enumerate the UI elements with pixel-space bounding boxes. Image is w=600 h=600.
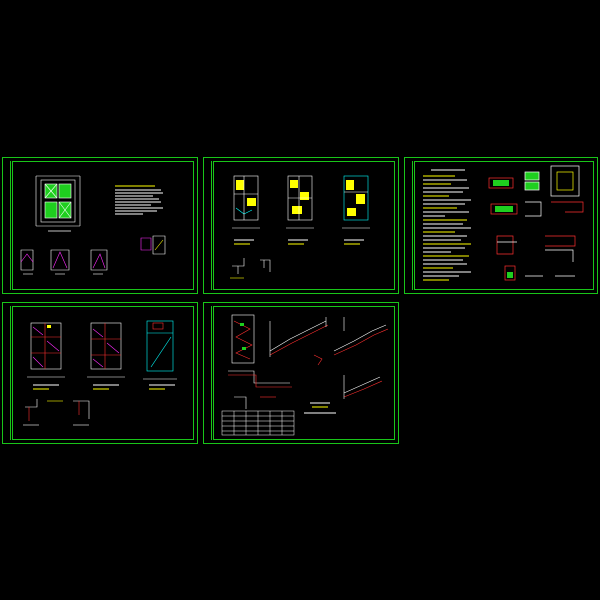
sheet-title-strip bbox=[407, 161, 413, 290]
small-details bbox=[23, 399, 90, 426]
sheet-border bbox=[213, 161, 395, 290]
floor-plan-3 bbox=[342, 175, 370, 229]
small-details bbox=[230, 258, 271, 279]
detail-drawings bbox=[488, 165, 584, 281]
floor-plan-2 bbox=[87, 322, 125, 378]
floor-plan-2 bbox=[286, 175, 314, 229]
sheet-border bbox=[414, 161, 594, 290]
sheet-4-drawing bbox=[23, 320, 177, 426]
drawing-sheet-5[interactable] bbox=[203, 302, 399, 444]
sheet-2-drawing bbox=[230, 175, 370, 279]
sheet-border bbox=[213, 306, 395, 440]
drawing-sheet-1[interactable] bbox=[2, 157, 198, 294]
notes-block bbox=[115, 185, 163, 215]
sheet-border bbox=[12, 161, 194, 290]
sheet-title-strip bbox=[206, 306, 212, 440]
drawing-sheet-4[interactable] bbox=[2, 302, 198, 444]
sheet-5-drawing bbox=[221, 314, 389, 436]
sheet-title-strip bbox=[5, 161, 11, 290]
plan-legends bbox=[234, 239, 364, 245]
sheet-title-strip bbox=[5, 306, 11, 440]
floor-plan-1 bbox=[27, 322, 65, 378]
drawing-sheet-2[interactable] bbox=[203, 157, 399, 294]
section-titles bbox=[304, 402, 336, 414]
plan-legends bbox=[33, 384, 175, 390]
stair-sections bbox=[228, 317, 389, 409]
floor-plan bbox=[35, 175, 81, 227]
rebar-table bbox=[221, 410, 295, 436]
drawing-sheet-3[interactable] bbox=[404, 157, 598, 294]
sheet-border bbox=[12, 306, 194, 440]
sheet-1-drawing bbox=[20, 175, 166, 275]
sheet-title-strip bbox=[206, 161, 212, 290]
detail-sections bbox=[20, 235, 166, 275]
design-notes bbox=[423, 169, 471, 281]
floor-plan-3 bbox=[143, 320, 177, 380]
stair-plan bbox=[231, 314, 255, 364]
floor-plan-1 bbox=[232, 175, 260, 229]
sheet-3-drawing bbox=[423, 165, 584, 281]
